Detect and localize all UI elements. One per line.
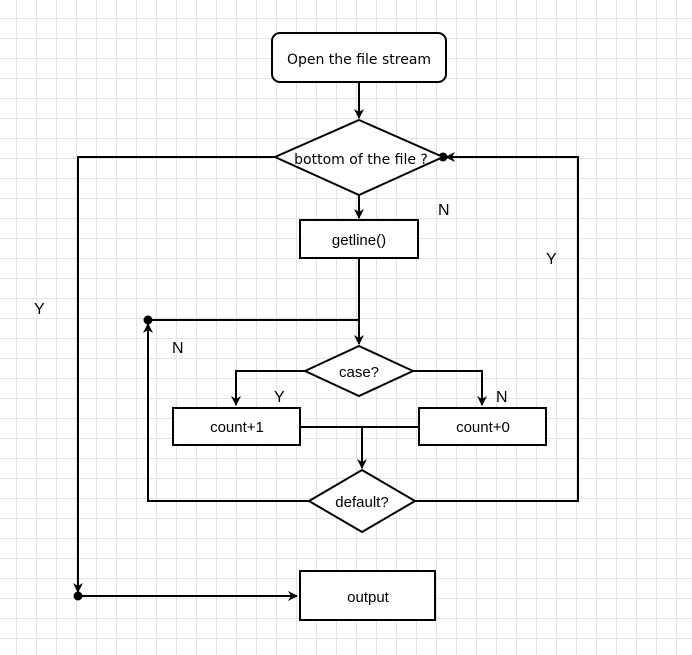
node-count-plus-one: count+1 (172, 407, 301, 446)
node-count-plus-zero-label: count+0 (456, 419, 510, 436)
node-open-stream: Open the file stream (271, 32, 447, 83)
node-output-label: output (347, 589, 390, 606)
node-eof-check-label: bottom of the file ? (294, 152, 428, 168)
node-case-check: case? (302, 344, 416, 398)
node-count-plus-zero: count+0 (418, 407, 547, 446)
node-open-stream-label: Open the file stream (287, 52, 431, 68)
edge-default-yes-to-eof (415, 152, 579, 502)
label-default-yes: Y (546, 251, 557, 268)
edge-case-yes (231, 370, 305, 406)
edge-default-no-loop (143, 323, 309, 502)
label-eof-yes: Y (34, 301, 45, 318)
node-case-check-label: case? (339, 364, 379, 381)
edge-case-no (413, 370, 487, 406)
label-case-no: N (496, 389, 508, 406)
node-output: output (299, 570, 436, 621)
node-eof-check: bottom of the file ? (272, 118, 446, 197)
node-count-plus-one-label: count+1 (210, 419, 264, 436)
edge-eof-yes-to-output (73, 156, 277, 593)
node-getline: getline() (299, 219, 419, 259)
node-default-check-label: default? (335, 494, 388, 511)
junction-dot-loop (143, 315, 153, 325)
label-case-yes: Y (274, 389, 285, 406)
node-default-check: default? (307, 468, 417, 534)
label-default-no: N (172, 340, 184, 357)
node-getline-label: getline() (332, 232, 386, 249)
label-eof-no: N (438, 202, 450, 219)
junction-dot-output (73, 591, 83, 601)
